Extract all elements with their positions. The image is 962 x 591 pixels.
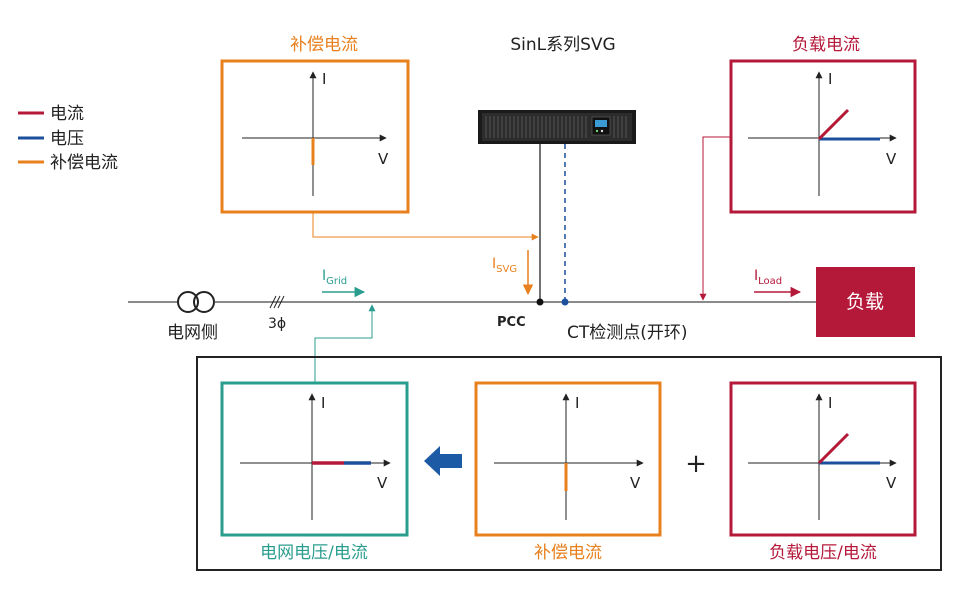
result-arrow-icon <box>424 446 462 476</box>
panel-bottom-left <box>220 381 409 537</box>
i-load-label: ILoad <box>754 268 782 287</box>
x-axis-label: V <box>886 150 897 168</box>
i-svg-label: ISVG <box>492 256 517 275</box>
y-axis-label: I <box>575 394 579 412</box>
ct-node <box>561 298 569 306</box>
transformer-icon <box>177 291 215 313</box>
panel-bottom-left-title: 电网电压/电流 <box>260 543 368 563</box>
panel-bottom-right <box>729 381 917 537</box>
panel-bottom-mid <box>474 381 662 537</box>
pcc-label: PCC <box>497 315 526 330</box>
legend-current-label: 电流 <box>50 104 84 124</box>
grid-side-label: 电网侧 <box>167 323 218 343</box>
panel-bottom-mid-title: 补偿电流 <box>534 543 602 563</box>
bottom-container <box>196 356 942 571</box>
load-box-label: 负载 <box>846 291 884 313</box>
current-vector <box>817 108 850 141</box>
y-axis-label: I <box>321 394 325 412</box>
legend: 电流 电压 补偿电流 <box>18 104 118 173</box>
legend-compensation-label: 补偿电流 <box>50 153 118 173</box>
x-axis-label: V <box>377 474 388 492</box>
y-axis-label: I <box>828 70 832 88</box>
legend-voltage-label: 电压 <box>50 129 84 149</box>
panel-top-left <box>220 59 410 214</box>
i-grid-label: IGrid <box>322 268 347 287</box>
y-axis-label: I <box>322 70 326 88</box>
load-box <box>816 267 915 337</box>
plus-sign: + <box>685 449 707 479</box>
x-axis-label: V <box>630 474 641 492</box>
compensation-signal-line <box>312 212 539 241</box>
load-current-signal-line <box>699 136 731 301</box>
y-axis-label: I <box>828 394 832 412</box>
pcc-node <box>536 298 544 306</box>
current-vector <box>817 432 850 465</box>
svg-device-icon <box>478 110 636 144</box>
panel-top-right-title: 负载电流 <box>792 35 860 55</box>
panel-bottom-right-title: 负载电压/电流 <box>769 543 877 563</box>
three-phase-slash-icon <box>269 295 285 309</box>
three-phase-label: 3ϕ <box>268 316 286 332</box>
panel-top-left-title: 补偿电流 <box>290 35 358 55</box>
diagram-title: SinL系列SVG <box>510 35 615 55</box>
ct-point-label: CT检测点(开环) <box>567 323 688 343</box>
grid-signal-line <box>314 304 376 383</box>
x-axis-label: V <box>886 474 897 492</box>
x-axis-label: V <box>378 150 389 168</box>
